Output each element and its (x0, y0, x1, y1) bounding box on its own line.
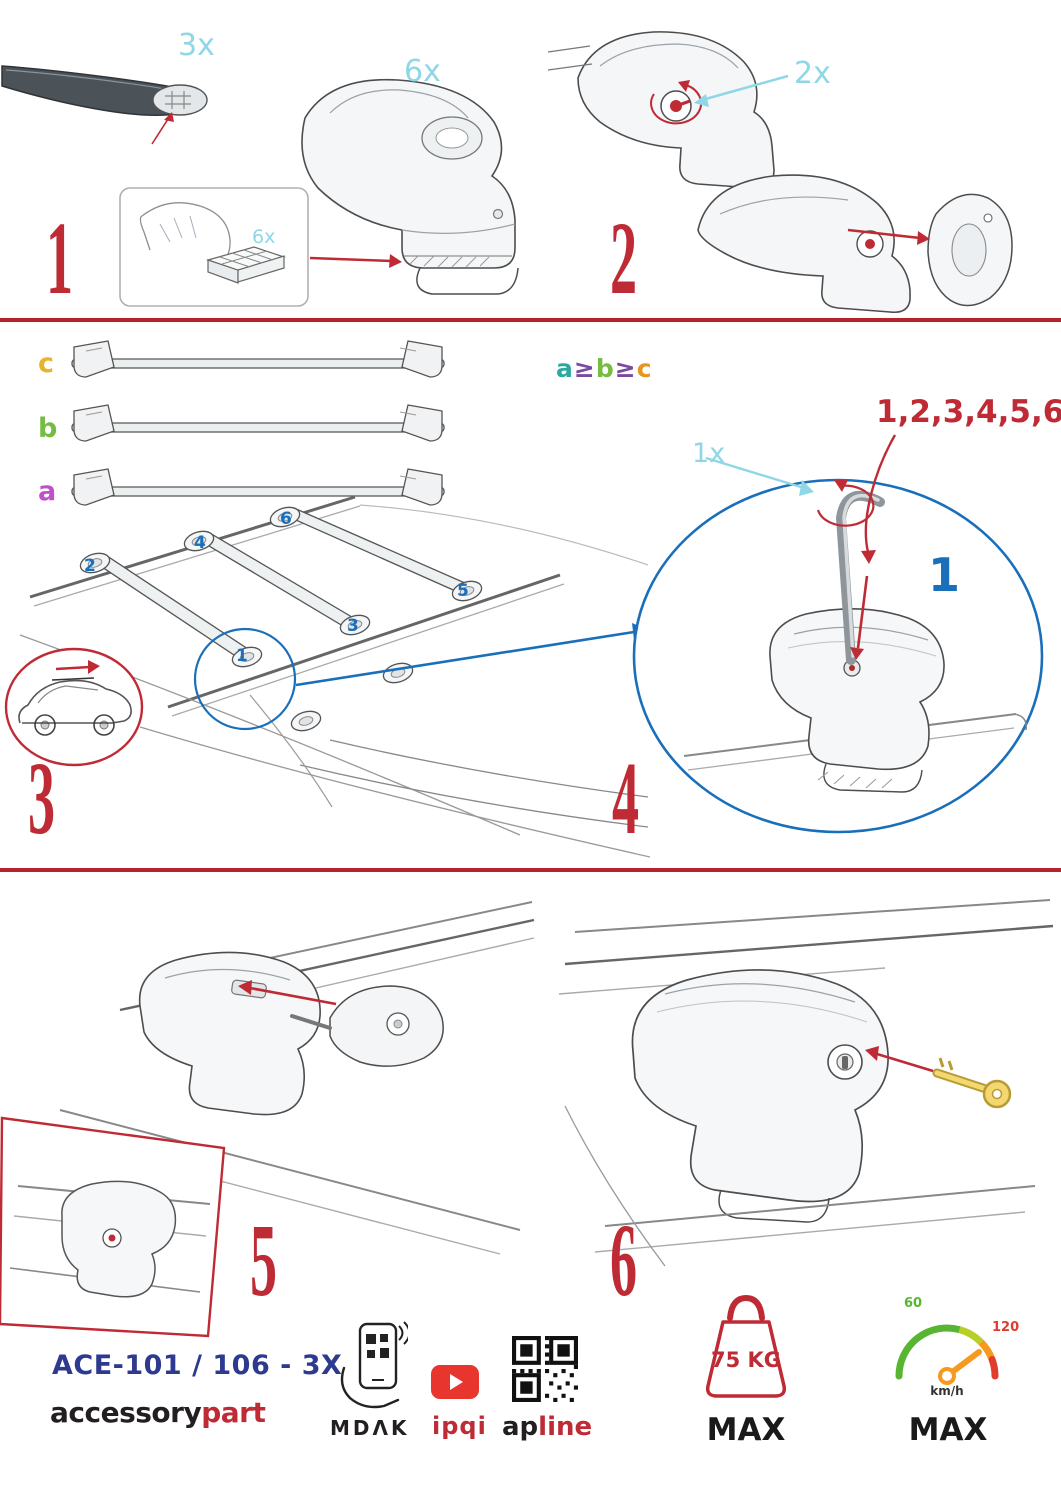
roof-installation-drawing (19, 495, 650, 858)
apline-logo: apline (502, 1412, 592, 1442)
position-6: 6 (280, 509, 292, 529)
qr-code (512, 1336, 578, 1402)
tightening-detail-drawing (683, 434, 1027, 793)
speed-low-label: 60 (904, 1296, 923, 1311)
arrow-into-socket (850, 647, 864, 660)
apline-red: line (538, 1412, 593, 1442)
model-code: ACE-101 / 106 - 3X (52, 1350, 343, 1381)
mdak-logo: MDΛK (330, 1416, 410, 1440)
highlight-circle (193, 627, 297, 731)
section-divider-1 (0, 318, 1061, 322)
bar-label-b: b (38, 413, 58, 444)
section-divider-2 (0, 868, 1061, 872)
formula-c: c (636, 354, 653, 383)
step2-illustration (548, 31, 1013, 314)
rail-end-inset (0, 1116, 226, 1338)
brand-red: part (201, 1396, 266, 1429)
sequence-arrow (861, 550, 876, 564)
formula-b: b (595, 354, 615, 383)
apline-black: ap (502, 1412, 539, 1442)
position-4: 4 (194, 533, 206, 553)
arrow-to-endcap (164, 112, 174, 122)
formula-a: a (556, 354, 574, 383)
speed-unit-label: km/h (930, 1384, 964, 1398)
key-icon (932, 1057, 1012, 1109)
ipqi-logo: ipqi (432, 1412, 487, 1440)
step1-bar-qty: 3x (178, 28, 215, 63)
bar-label-a: a (38, 476, 57, 507)
step2-lock-qty: 2x (794, 56, 831, 91)
step1-pad-qty: 6x (252, 226, 276, 248)
pad-inset (119, 187, 402, 307)
arrow-key-to-lock (865, 1046, 879, 1061)
car-inset (4, 647, 144, 767)
clamp-foot-drawing (301, 78, 519, 295)
position-2: 2 (84, 556, 96, 576)
speedometer-icon (895, 1324, 999, 1385)
clamp-with-lock-drawing (548, 31, 775, 189)
max-load-label: MAX (706, 1412, 786, 1448)
speed-max-label: MAX (908, 1412, 988, 1448)
arrow-to-lock (694, 94, 709, 107)
clamp-and-endcap-drawing (697, 174, 1013, 314)
step3-illustration (4, 340, 650, 858)
rotate-arrow (834, 480, 848, 492)
step3-number: 3 (28, 741, 56, 856)
bar-label-c: c (38, 348, 55, 379)
arrow-to-endcap2 (917, 231, 930, 245)
position-1: 1 (236, 646, 248, 666)
phone-scan-icon (340, 1321, 408, 1409)
position-5: 5 (457, 581, 469, 601)
locking-drawing (558, 899, 1054, 1267)
max-load-icon (705, 1294, 787, 1398)
step2-number: 2 (610, 201, 638, 316)
position-3: 3 (347, 616, 359, 636)
step1-number: 1 (46, 201, 74, 316)
tightening-sequence: 1,2,3,4,5,6 (876, 394, 1061, 430)
arrow-arm-into-foot (238, 980, 252, 995)
step4-illustration (632, 434, 1044, 834)
brand-black: accessory (50, 1396, 202, 1429)
arrow-to-key (799, 480, 814, 496)
step4-position: 1 (928, 548, 961, 602)
length-formula: a≥b≥c (556, 354, 653, 383)
step1-illustration (1, 65, 519, 307)
crossbar-drawing (1, 65, 208, 145)
car-direction-arrow (88, 660, 100, 674)
speed-high-label: 120 (992, 1320, 1020, 1335)
step4-number: 4 (612, 741, 640, 856)
step4-tool-qty: 1x (692, 438, 726, 469)
brand-logo: accessorypart (50, 1396, 266, 1429)
formula-ge2: ≥ (614, 354, 637, 383)
step6-illustration (558, 899, 1054, 1267)
step5-number: 5 (250, 1203, 278, 1318)
max-load-value: 75 KG (710, 1348, 782, 1372)
youtube-icon (431, 1365, 479, 1399)
rotate-arrow (678, 80, 690, 92)
step1-foot-qty: 6x (404, 54, 441, 89)
crossbar-set-drawing (71, 340, 445, 506)
step5-illustration (0, 901, 535, 1338)
arrow-pad-to-foot (389, 254, 402, 268)
formula-ge1: ≥ (573, 354, 596, 383)
step6-number: 6 (610, 1203, 638, 1318)
